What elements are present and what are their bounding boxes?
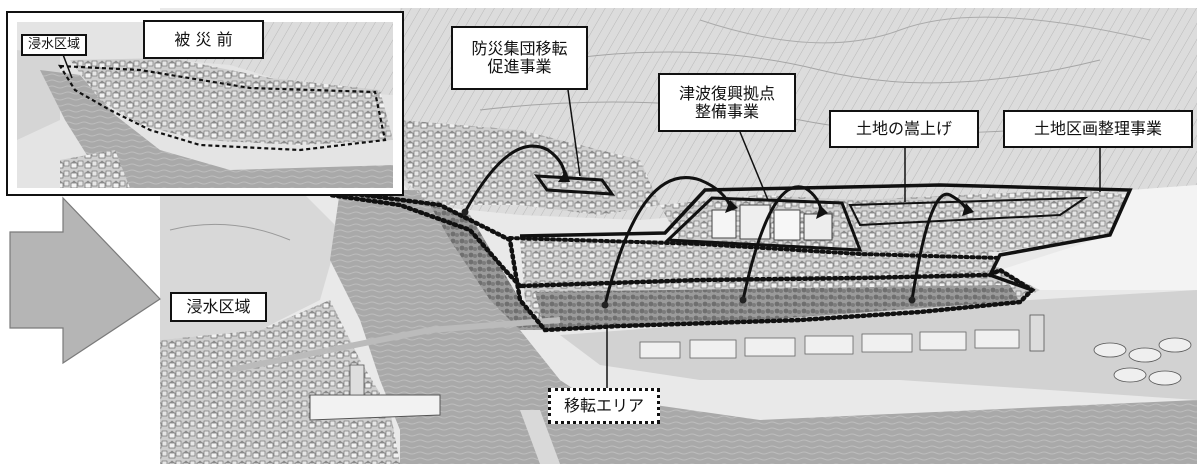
inset-flood-area-label: 浸水区域 xyxy=(21,34,87,56)
inset-river xyxy=(40,70,393,188)
leader-lines xyxy=(567,89,1101,388)
relocation-area-outline xyxy=(322,187,1036,333)
land-readjustment-outline xyxy=(519,183,1133,292)
land-readjustment-label: 土地区画整理事業 xyxy=(1003,110,1193,148)
group-relocation-site-outline xyxy=(533,174,616,196)
relocation-area-label: 移転エリア xyxy=(548,388,660,424)
group-relocation-label-line1: 防災集団移転 xyxy=(471,39,568,58)
group-relocation-label-line2: 促進事業 xyxy=(487,57,552,76)
group-relocation-label: 防災集団移転 促進事業 xyxy=(451,26,588,90)
arrow-heads xyxy=(558,170,974,219)
main-flood-area-label: 浸水区域 xyxy=(170,292,267,322)
tsunami-base-outline xyxy=(664,196,863,252)
land-raising-label: 土地の嵩上げ xyxy=(829,110,979,148)
relocation-arrows xyxy=(463,144,970,306)
tsunami-base-label-line1: 津波復興拠点 xyxy=(678,83,775,103)
tsunami-base-label: 津波復興拠点 整備事業 xyxy=(658,73,796,132)
tsunami-base-label-line2: 整備事業 xyxy=(694,101,759,121)
inset-title: 被 災 前 xyxy=(143,20,264,59)
inset-flood-outline xyxy=(57,64,387,152)
transition-arrow xyxy=(9,196,161,365)
